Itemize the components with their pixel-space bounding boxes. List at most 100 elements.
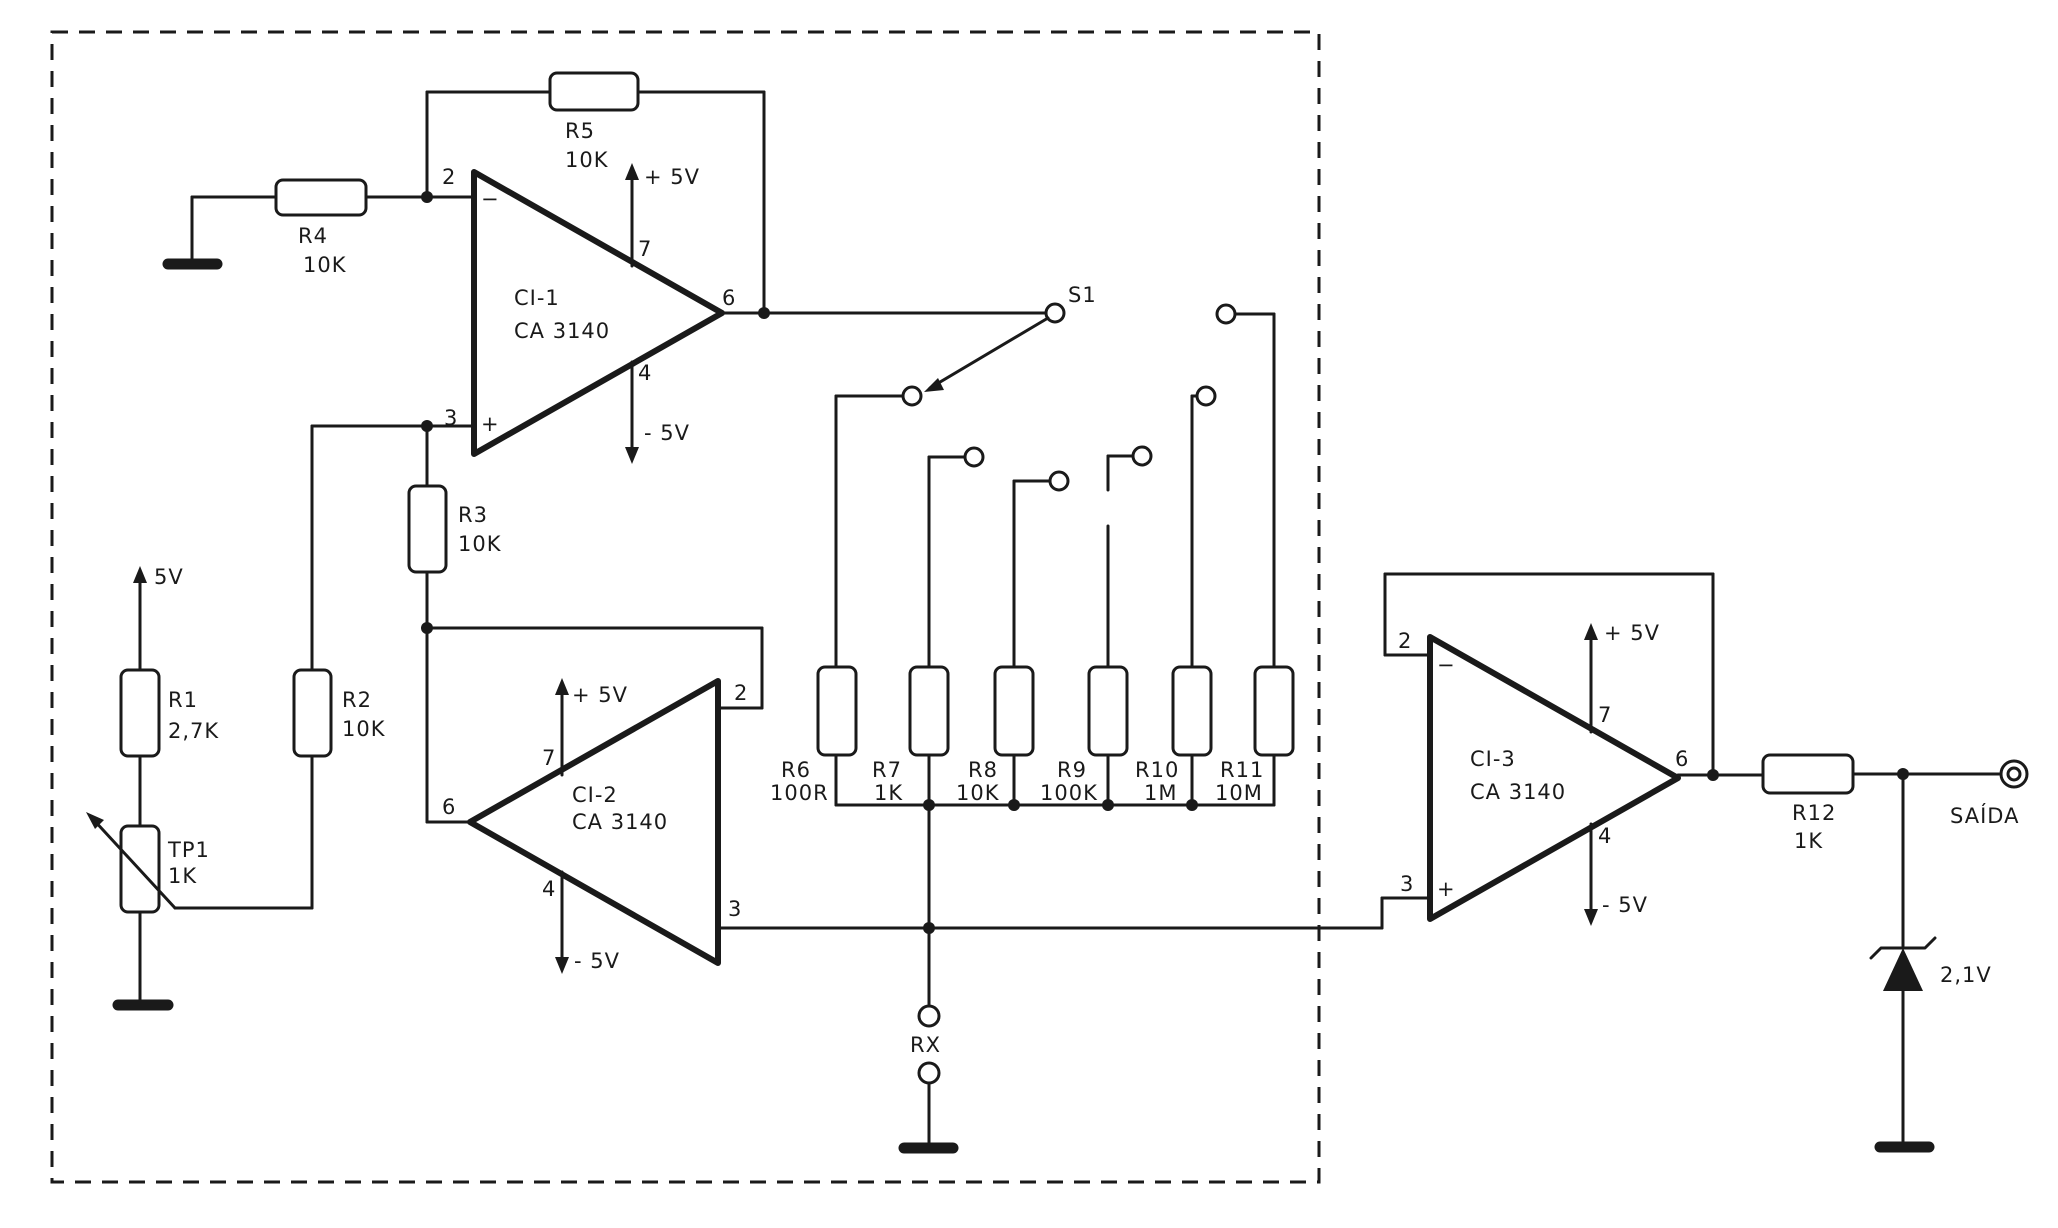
ci2-neg-supply: - 5V (574, 949, 620, 973)
ci1-plus-sign: + (481, 412, 500, 436)
ci2-pos-supply: + 5V (572, 683, 628, 707)
junction-ci1-inv (421, 191, 433, 203)
resistor-r10 (1171, 665, 1213, 757)
ci3-pin-4: 4 (1598, 824, 1612, 848)
r2-value: 10K (342, 717, 386, 741)
r8-value: 10K (956, 781, 1000, 805)
resistor-r1 (119, 668, 161, 758)
ci3-pin-2: 2 (1398, 629, 1412, 653)
ci1-minus-sign: − (481, 187, 500, 211)
resistor-r5 (548, 71, 640, 112)
ci1-pin-6: 6 (722, 286, 736, 310)
op-amp-ci1: CI-1 CA 3140 − + 2 3 7 4 6 + 5V - 5V (442, 163, 736, 464)
tp1-value: 1K (168, 864, 197, 888)
resistor-r4 (274, 178, 368, 217)
output-label: SAÍDA (1950, 803, 2019, 828)
ci2-pin-7: 7 (542, 746, 556, 770)
s1-contact-2 (963, 446, 985, 468)
s1-contact-3 (1048, 470, 1070, 492)
ci1-pin-2: 2 (442, 165, 456, 189)
ci3-part: CA 3140 (1470, 780, 1566, 804)
s1-contact-1 (901, 385, 923, 407)
ci2-name: CI-2 (572, 783, 618, 807)
ci2-part: CA 3140 (572, 810, 668, 834)
op-amp-ci2: CI-2 CA 3140 2 3 7 4 6 + 5V - 5V (442, 678, 748, 974)
ci1-pin-7: 7 (638, 237, 652, 261)
ci1-pin-3: 3 (444, 406, 458, 430)
ci1-pos-supply: + 5V (644, 165, 700, 189)
junction-rx-ci2 (923, 922, 935, 934)
resistor-r12 (1761, 753, 1855, 795)
zener-diode (1883, 948, 1923, 991)
r3-name: R3 (458, 503, 488, 527)
r3-value: 10K (458, 532, 502, 556)
ci3-neg-supply: - 5V (1602, 893, 1648, 917)
ci3-name: CI-3 (1470, 747, 1516, 771)
tp1-wiper-arrow (86, 812, 104, 829)
r1-supply-label: 5V (154, 565, 184, 589)
s1-name: S1 (1068, 283, 1097, 307)
ci1-neg-supply: - 5V (644, 421, 690, 445)
module-enclosure (50, 30, 1321, 1184)
r12-value: 1K (1794, 829, 1823, 853)
r1-supply-arrow (133, 566, 147, 583)
resistor-r3 (407, 484, 448, 574)
junction-r8-bus (1008, 799, 1020, 811)
ci2-pin-6: 6 (442, 795, 456, 819)
r12-name: R12 (1792, 801, 1836, 825)
s1-wiper-arrow (924, 378, 944, 392)
resistor-r9 (1087, 665, 1129, 757)
r4-value: 10K (303, 253, 347, 277)
s1-common-contact (1044, 302, 1066, 324)
s1-contact-5 (1195, 385, 1217, 407)
r1-value: 2,7K (168, 719, 219, 743)
rx-label: RX (910, 1033, 941, 1057)
ci2-pin-2: 2 (734, 681, 748, 705)
r10-name: R10 (1135, 758, 1179, 782)
tp1-name: TP1 (167, 838, 210, 862)
junction-r10-bus (1186, 799, 1198, 811)
resistor-r6 (816, 665, 858, 757)
resistor-r7 (908, 665, 950, 757)
s1-contact-6 (1215, 303, 1237, 325)
s1-contact-4 (1131, 445, 1153, 467)
ci1-pin-4: 4 (638, 361, 652, 385)
r8-name: R8 (968, 758, 998, 782)
r11-name: R11 (1220, 758, 1264, 782)
resistor-r11 (1253, 665, 1295, 757)
ci1-name: CI-1 (514, 286, 560, 310)
ci1-pos-supply-arrow (625, 163, 639, 180)
r7-name: R7 (872, 758, 902, 782)
ci3-pin-7: 7 (1598, 703, 1612, 727)
r4-name: R4 (298, 224, 328, 248)
rx-terminal-bottom[interactable] (917, 1061, 941, 1085)
r11-value: 10M (1215, 781, 1263, 805)
ci1-neg-supply-arrow (625, 447, 639, 464)
ci3-neg-supply-arrow (1584, 909, 1598, 926)
ci1-part: CA 3140 (514, 319, 610, 343)
ci2-neg-supply-arrow (555, 957, 569, 974)
junction-r9-bus (1102, 799, 1114, 811)
r6-name: R6 (781, 758, 811, 782)
r5-name: R5 (565, 119, 595, 143)
r7-value: 1K (874, 781, 903, 805)
junction-ci1-out (758, 307, 770, 319)
ci3-minus-sign: − (1437, 653, 1456, 677)
ci3-pos-supply: + 5V (1604, 621, 1660, 645)
r5-value: 10K (565, 148, 609, 172)
r10-value: 1M (1144, 781, 1177, 805)
ci2-pin-3: 3 (728, 897, 742, 921)
output-jack-inner (2006, 766, 2022, 782)
ci3-pin-6: 6 (1675, 747, 1689, 771)
r1-name: R1 (168, 688, 198, 712)
resistor-r2 (292, 668, 333, 758)
zener-value: 2,1V (1940, 963, 1992, 987)
ci3-pin-3: 3 (1400, 872, 1414, 896)
r9-name: R9 (1057, 758, 1087, 782)
r9-value: 100K (1040, 781, 1098, 805)
ci3-plus-sign: + (1437, 877, 1456, 901)
junction-ci3-out (1707, 769, 1719, 781)
rx-terminal-top[interactable] (917, 1004, 941, 1028)
ci3-pos-supply-arrow (1584, 623, 1598, 640)
